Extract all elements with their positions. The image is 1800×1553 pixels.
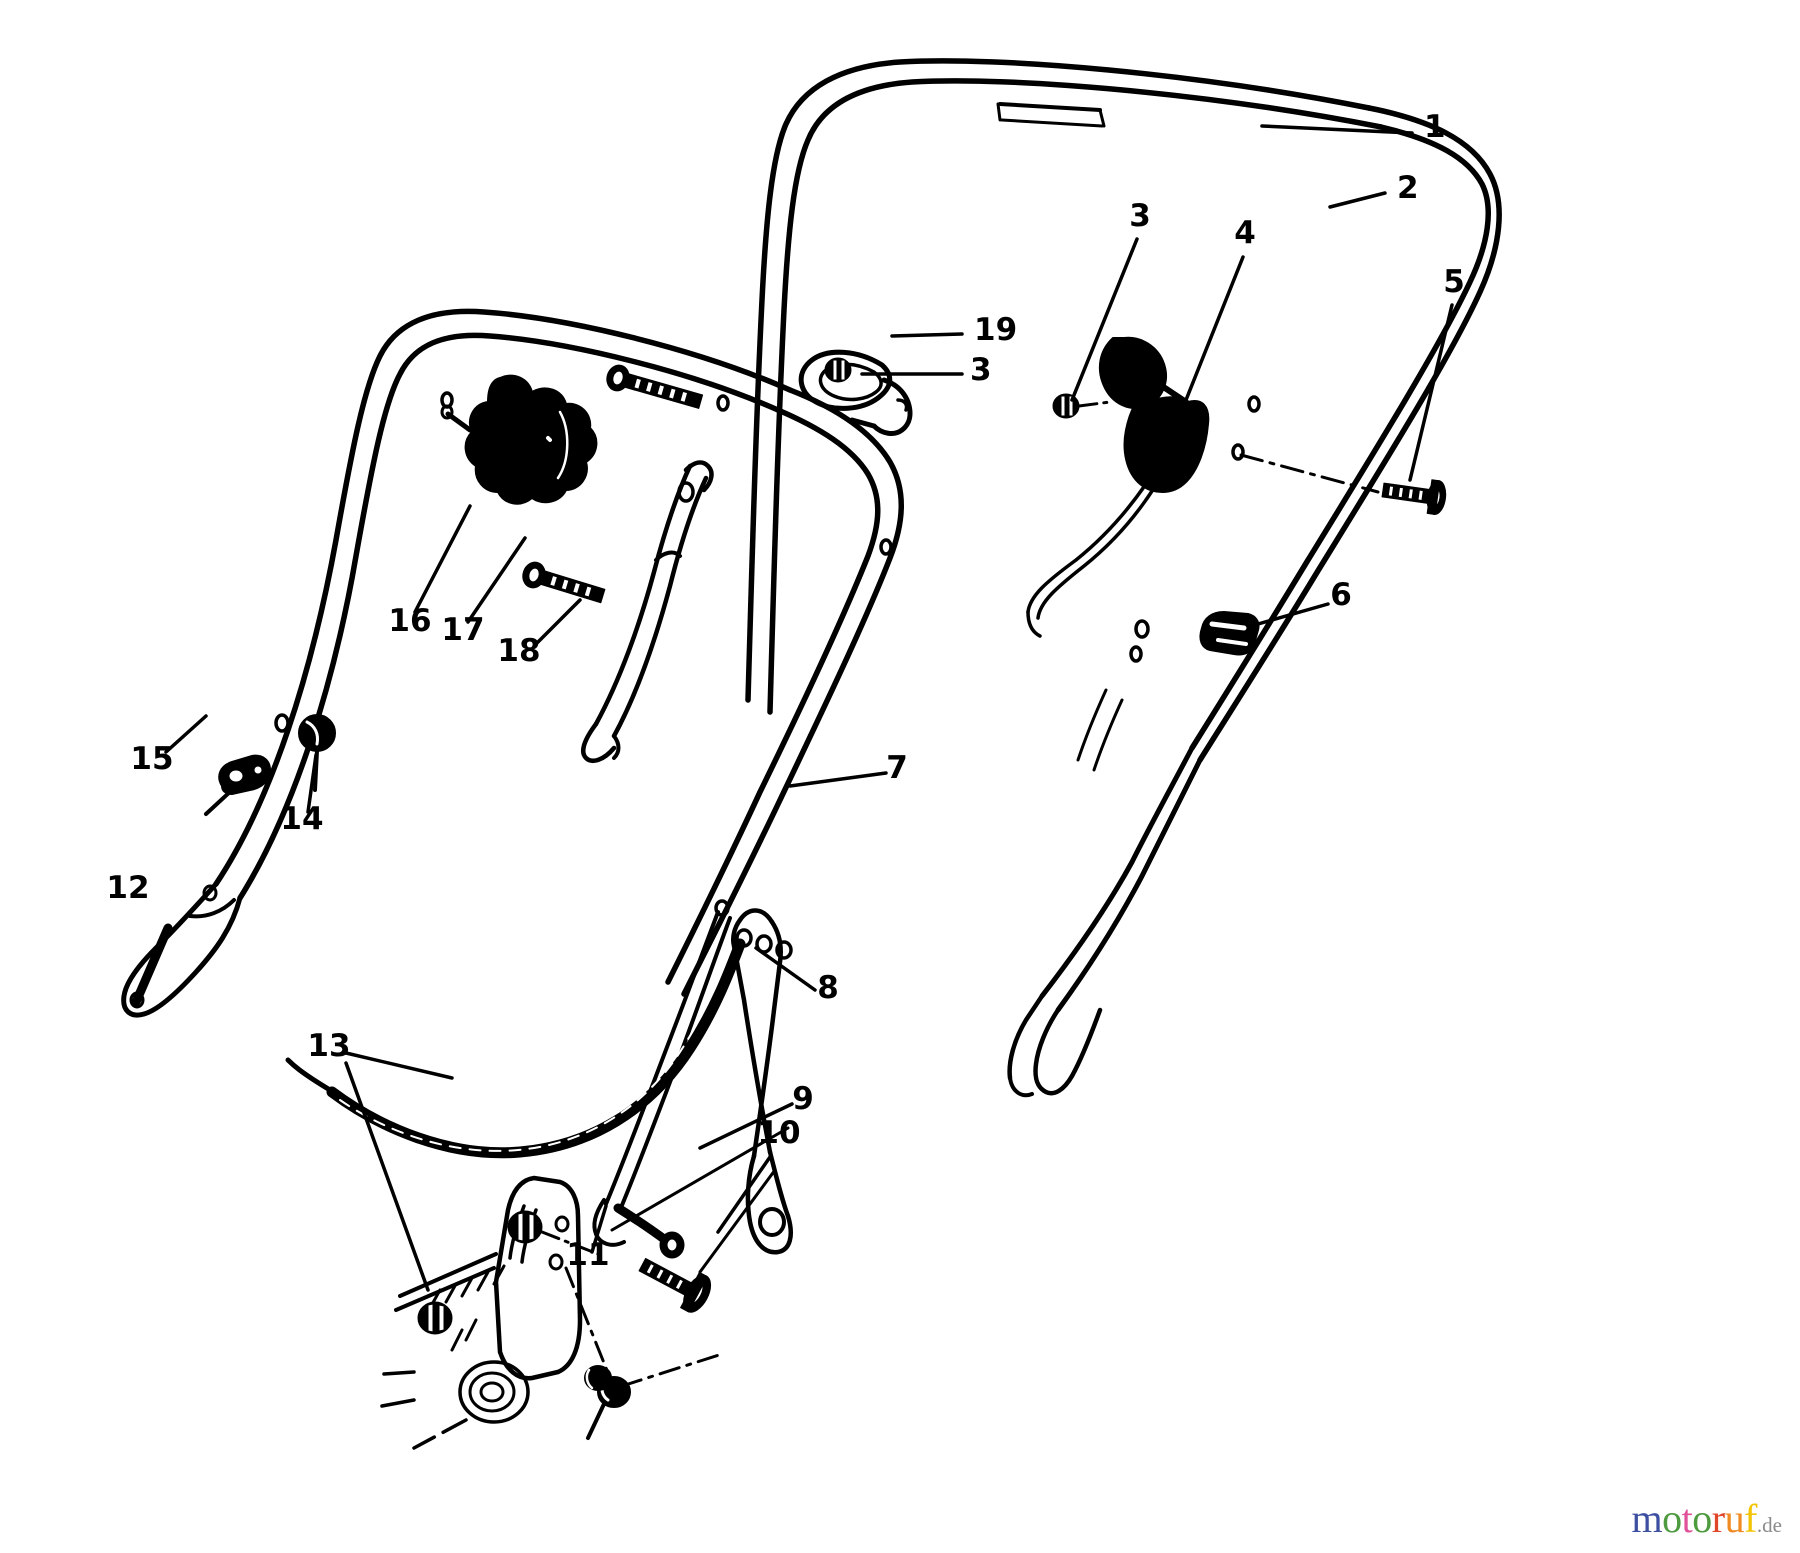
callout-1: 1 — [1424, 109, 1446, 145]
watermark-letter-u: u — [1724, 1496, 1745, 1541]
callout-5: 5 — [1443, 264, 1465, 300]
handle-hole — [716, 394, 730, 412]
mount-plate — [380, 1175, 583, 1450]
rope-guide-eyelet — [798, 349, 913, 436]
callout-labels: 1 2 3 4 5 19 3 6 16 17 18 15 14 7 12 8 1… — [106, 109, 1464, 1273]
watermark-letter-m: m — [1631, 1496, 1663, 1541]
callout-2: 2 — [1397, 170, 1419, 206]
leader-lines — [164, 124, 1454, 1292]
callout-16: 16 — [388, 603, 431, 639]
adjustment-knob-11 — [584, 1365, 631, 1440]
watermark-letter-t: t — [1681, 1496, 1693, 1541]
carriage-bolt-18 — [522, 561, 606, 604]
bracket-inner-bar — [604, 899, 732, 1212]
ball-knob-14 — [298, 714, 336, 792]
hex-bolt-5 — [1381, 479, 1447, 515]
flange-nut-lower — [417, 1301, 453, 1335]
flange-nut-upper — [507, 1210, 543, 1244]
starter-rope — [285, 938, 746, 1159]
motoruf-watermark: motoruf.de — [1632, 1499, 1782, 1539]
upper-handle-bar — [745, 58, 1502, 763]
handle-hole — [274, 713, 290, 733]
callout-14: 14 — [280, 801, 323, 837]
watermark-letter-o1: o — [1662, 1496, 1682, 1541]
callout-8: 8 — [817, 970, 839, 1006]
callout-18: 18 — [497, 633, 540, 669]
handle-bracket-arm — [731, 908, 793, 1255]
callout-3a: 3 — [1129, 198, 1151, 234]
callout-9: 9 — [792, 1081, 814, 1117]
watermark-letter-r: r — [1711, 1496, 1725, 1541]
callout-15: 15 — [130, 741, 173, 777]
watermark-letter-o2: o — [1692, 1496, 1712, 1541]
lower-handle-bar — [121, 308, 904, 1018]
lock-nut-eyelet — [824, 357, 852, 383]
callout-17: 17 — [441, 612, 484, 648]
right-lower-handle — [1007, 395, 1261, 1098]
center-flat-bracket — [581, 460, 714, 763]
callout-19: 19 — [974, 312, 1017, 348]
carriage-bolt-17 — [603, 361, 705, 415]
star-knob-16 — [440, 374, 598, 505]
callout-10: 10 — [757, 1115, 800, 1151]
lock-nut-lever — [1052, 393, 1080, 419]
callout-11: 11 — [566, 1237, 609, 1273]
callout-4: 4 — [1234, 215, 1256, 251]
callout-6: 6 — [1330, 577, 1352, 613]
handle-hole — [879, 538, 893, 556]
retaining-clip-15 — [204, 754, 271, 816]
watermark-letter-f: f — [1744, 1496, 1757, 1541]
callout-7: 7 — [886, 750, 908, 786]
callout-13: 13 — [307, 1028, 350, 1064]
watermark-tld: .de — [1756, 1513, 1782, 1537]
cable-clip-6 — [1199, 611, 1260, 656]
callout-3b: 3 — [970, 352, 992, 388]
control-lever-bail — [1026, 336, 1210, 638]
callout-12: 12 — [106, 870, 149, 906]
hex-flange-bolt-10 — [638, 1257, 712, 1313]
